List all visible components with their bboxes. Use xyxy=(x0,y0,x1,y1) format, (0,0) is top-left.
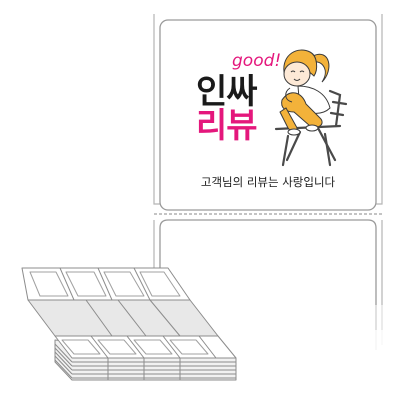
headline-line-1: 인싸 xyxy=(196,72,257,112)
headline-line-2: 리뷰 xyxy=(196,106,257,146)
label-card-1 xyxy=(159,19,377,211)
caption-text: 고객님의 리뷰는 사랑입니다 xyxy=(201,175,336,189)
fanfold-labels-icon xyxy=(21,267,237,381)
label-artwork: good! 인싸 리뷰 xyxy=(196,49,348,189)
chair-icon xyxy=(274,89,348,167)
character-icon xyxy=(279,49,331,136)
good-text: good! xyxy=(232,51,281,71)
